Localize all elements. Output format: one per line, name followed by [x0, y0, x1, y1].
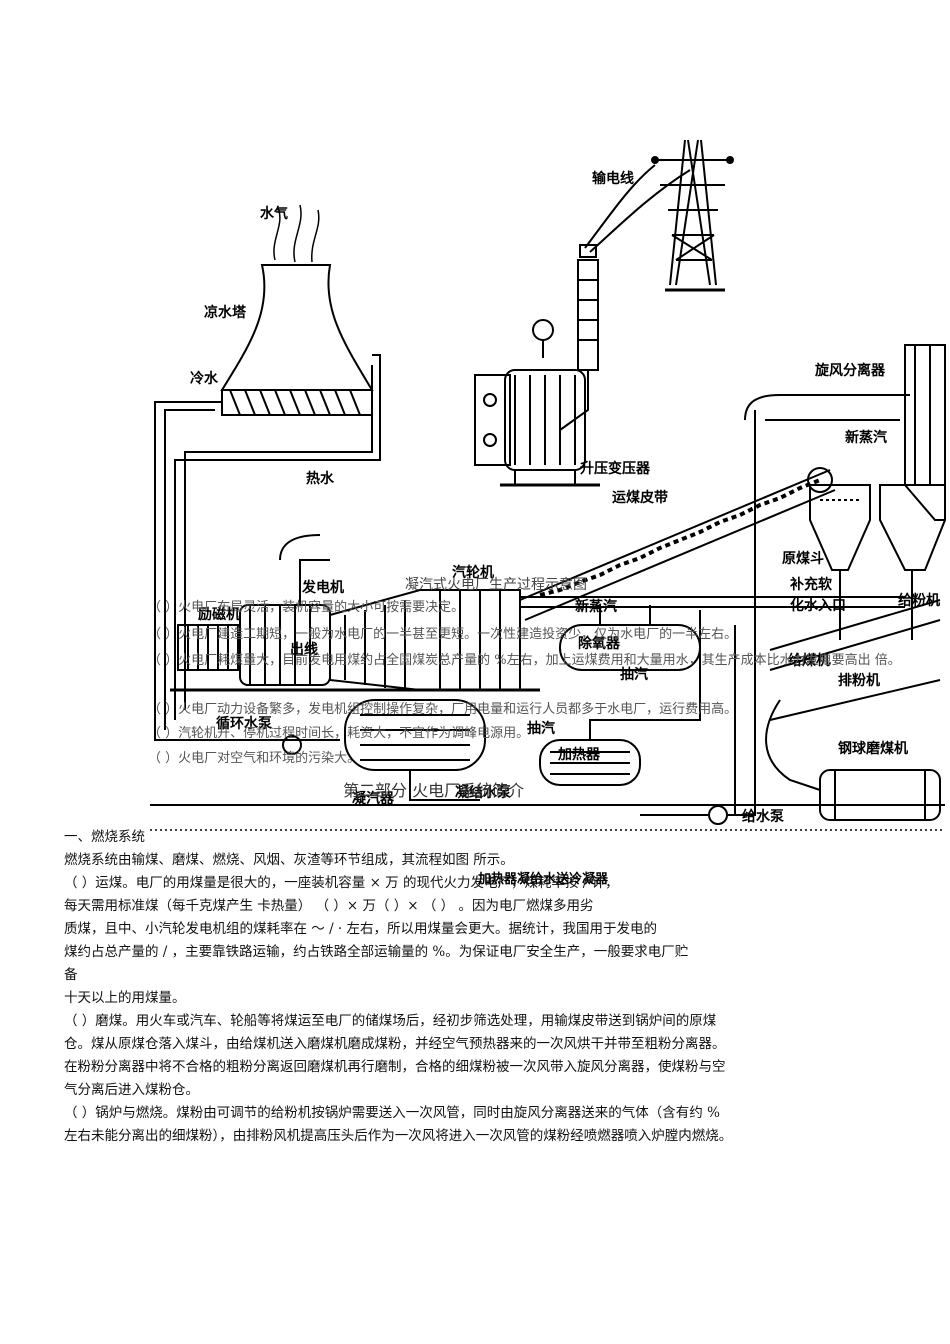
label-makeup-water-2: 化水入口 — [790, 598, 846, 614]
p1-line-3: 质煤，且中、小汽轮发电机组的煤耗率在 ～ / · 左右，所以用煤量会更大。据统计… — [64, 921, 658, 937]
cooling-pipes — [154, 354, 381, 741]
label-outlet-line: 出线 — [290, 642, 318, 658]
label-feed-pump: 给水泵 — [742, 809, 784, 825]
label-circulating-pump: 循环水泵 — [216, 716, 272, 732]
label-new-steam-mid: 新蒸汽 — [575, 599, 617, 615]
label-exciter: 励磁机 — [198, 607, 240, 623]
section-heading: 一、燃烧系统 — [64, 829, 145, 845]
label-cyclone-separator: 旋风分离器 — [815, 363, 885, 379]
p3-line-2: 左右未能分离出的细煤粉），由排粉风机提高压头后作为一次风将进入一次风管的煤粉经喷… — [64, 1128, 733, 1144]
feed-pump-unit — [640, 625, 756, 825]
label-exhaust-fan: 排粉机 — [838, 673, 880, 689]
label-generator: 发电机 — [302, 580, 344, 596]
power-plant-diagram — [150, 139, 946, 831]
label-turbine: 汽轮机 — [452, 565, 494, 581]
overlay-item-2: （ ）火电厂建造工期短，一般为水电厂的一半甚至更短。一次性建造投资少，仅为水电厂… — [148, 627, 738, 642]
p1-line-6: 十天以上的用煤量。 — [64, 990, 186, 1006]
p1-line-4: 煤约占总产量的 / ，主要靠铁路运输，约占铁路全部运输量的 %。为保证电厂安全生… — [64, 944, 689, 960]
coal-belt — [519, 467, 836, 621]
label-coal-feeder: 给粉机 — [898, 593, 940, 609]
overlay-item-4: （ ）火电厂动力设备繁多，发电机组控制操作复杂，厂用电量和运行人员都多于水电厂，… — [148, 702, 738, 717]
p2-line-1: （ ）磨煤。用火车或汽车、轮船等将煤运至电厂的储煤场后，经初步筛选处理，用输煤皮… — [64, 1013, 717, 1029]
part-heading: 第二部分 火电厂系统简介 — [343, 781, 525, 800]
label-makeup-water-1: 补充软 — [790, 577, 832, 593]
label-ball-mill: 钢球磨煤机 — [838, 741, 908, 757]
label-cooling-tower: 凉水塔 — [204, 305, 246, 321]
p1-line-5: 备 — [64, 967, 78, 983]
diagram-title: 凝汽式火电厂生产过程示意图 — [405, 577, 587, 593]
label-condensate-pump: 凝结水泵 — [455, 785, 511, 801]
label-cold-water: 冷水 — [190, 371, 218, 387]
overlay-item-6: （ ）火电厂对空气和环境的污染大。 — [148, 751, 361, 766]
label-step-up-transformer: 升压变压器 — [580, 461, 650, 477]
label-heater: 加热器 — [558, 747, 600, 763]
label-deaerator: 除氧器 — [578, 636, 620, 652]
p1-line-2: 每天需用标准煤（每千克煤产生 卡热量） （ ）× 万（ ）× （ ） 。因为电厂… — [64, 898, 594, 914]
low-pressure-heater — [539, 610, 701, 786]
transmission-tower — [651, 139, 734, 292]
intro-line: 燃烧系统由输煤、磨煤、燃烧、风烟、灰渣等环节组成，其流程如图 所示。 — [64, 852, 514, 868]
label-raw-coal-hopper: 原煤斗 — [782, 551, 824, 567]
bushing-column — [559, 244, 599, 431]
label-extraction: 抽汽 — [620, 667, 648, 683]
overlay-item-3: （ ）火电厂耗煤量大，目前发电用煤约占全国煤炭总产量的 %左右，加上运煤费用和大… — [148, 653, 901, 668]
boiler-structure — [744, 344, 946, 700]
ground — [150, 804, 945, 831]
p2-line-3: 在粉粉分离器中将不合格的粗粉分离返回磨煤机再行磨制，合格的细煤粉被一次风带入旋风… — [64, 1059, 726, 1075]
step-up-transformer — [474, 319, 600, 487]
label-heater-caption: 加热器凝给水送冷凝器 — [478, 872, 609, 887]
steam-main — [520, 596, 905, 608]
p2-line-4: 气分离后进入煤粉仓。 — [64, 1082, 199, 1098]
overlay-item-1: （ ）火电厂布局灵活，装机容量的大小可按需要决定。 — [148, 600, 465, 615]
label-exhaust-steam: 抽汽 — [527, 721, 555, 737]
coal-hoppers — [809, 484, 946, 640]
label-transmission-line: 输电线 — [592, 171, 634, 187]
label-steam: 水气 — [260, 206, 288, 222]
p1-line-1: （ ）运煤。电厂的用煤量是很大的，一座装机容量 × 万 的现代火力发电厂，煤耗率… — [64, 875, 619, 891]
generator-set — [170, 534, 540, 692]
circ-pump — [280, 735, 340, 755]
label-coal-belt: 运煤皮带 — [612, 490, 668, 506]
label-hot-water: 热水 — [306, 471, 334, 487]
overlay-item-5: （ ）汽轮机开、停机过程时间长，耗资大，不宜作为调峰电源用。 — [148, 726, 530, 741]
condenser-unit — [344, 699, 486, 801]
label-new-steam-top: 新蒸汽 — [845, 430, 887, 446]
ball-mill-unit — [765, 599, 941, 821]
label-condenser: 凝汽器 — [352, 791, 394, 807]
body-text: 一、燃烧系统 燃烧系统由输煤、磨煤、燃烧、风烟、灰渣等环节组成，其流程如图 所示… — [64, 826, 894, 1148]
label-coal-machine: 给煤机 — [788, 653, 830, 669]
p3-line-1: （ ）锅炉与燃烧。煤粉由可调节的给粉机按锅炉需要送入一次风管，同时由旋风分离器送… — [64, 1105, 720, 1121]
p2-line-2: 仓。煤从原煤仓落入煤斗，由给煤机送入磨煤机磨成煤粉，并经空气预热器来的一次风烘干… — [64, 1036, 726, 1052]
transmission-wires — [584, 164, 691, 253]
